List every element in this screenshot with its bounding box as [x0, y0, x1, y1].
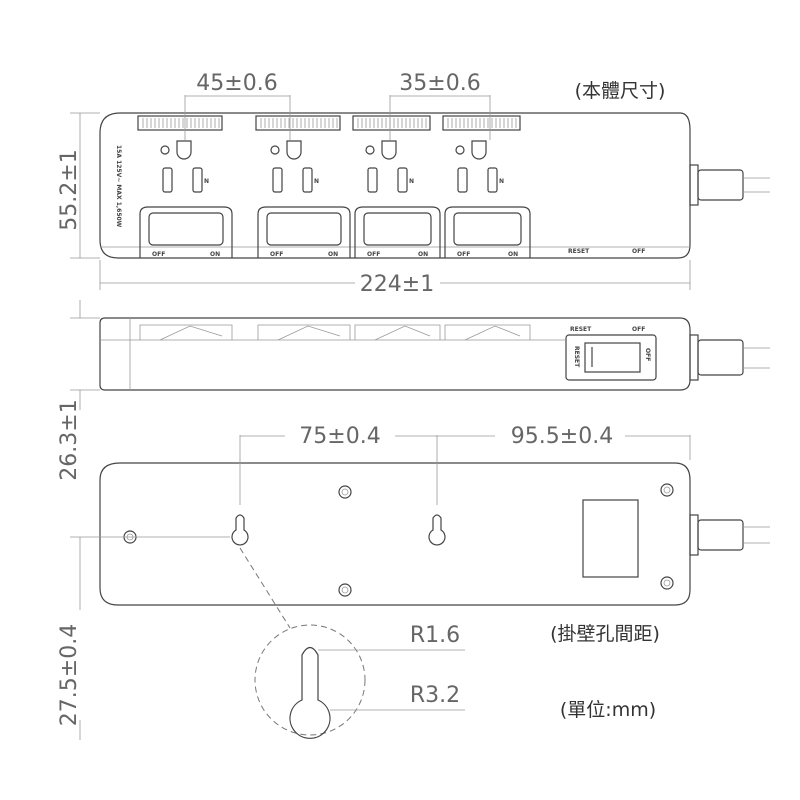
ground-pin-slot	[176, 140, 192, 160]
switch-off-label: OFF	[367, 251, 380, 258]
switch-off-label: OFF	[270, 251, 283, 258]
outlet-spacing-2: 35±0.6	[399, 71, 480, 96]
power-cord-top	[689, 164, 770, 206]
switch-on-label: ON	[328, 251, 338, 258]
neutral-slot	[487, 167, 498, 193]
screw-icon	[338, 485, 352, 499]
neutral-label: N	[314, 178, 319, 185]
outlet-cover-slider	[137, 115, 223, 131]
hot-slot	[367, 167, 378, 193]
hole-offset-dimension: 27.5±0.4	[57, 624, 82, 726]
side-switch-profile	[354, 324, 441, 341]
neutral-slot	[397, 167, 408, 193]
outlet-switch-2[interactable]: OFF ON	[257, 206, 351, 258]
ground-pin-slot	[381, 140, 397, 160]
width-dimension: 224±1	[360, 272, 434, 297]
side-switch-profile	[139, 324, 233, 341]
outlet-switch-1[interactable]: OFF ON	[139, 206, 233, 258]
unit-caption: (單位:mm)	[560, 699, 656, 721]
height-dimension: 55.2±1	[57, 149, 82, 230]
top-dimensions: 45±0.6 35±0.6 (本體尺寸) 224±1 55.2±1	[57, 71, 691, 297]
rating-label: 15A 125V~ MAX 1,650W	[115, 145, 122, 228]
off-label: OFF	[632, 248, 645, 255]
ground-screw-icon	[270, 145, 280, 155]
keyhole-right	[428, 514, 446, 546]
outlet-cover-slider	[352, 115, 431, 131]
switch-off-label: OFF	[152, 251, 165, 258]
side-height-dimension: 26.3±1	[57, 399, 82, 480]
hole-spacing-2: 95.5±0.4	[511, 424, 613, 449]
side-view: RESET OFF RESET OFF 26.3±1	[57, 300, 770, 481]
outlet-2: N OFF ON	[255, 115, 351, 258]
neutral-label: N	[409, 178, 414, 185]
hole-spacing-caption: (掛壁孔間距)	[550, 623, 660, 645]
ground-pin-slot	[471, 140, 487, 160]
hole-spacing-1: 75±0.4	[299, 424, 380, 449]
ground-screw-icon	[455, 145, 465, 155]
side-off-label: OFF	[644, 348, 651, 361]
side-top-off-label: OFF	[632, 326, 645, 333]
switch-on-label: ON	[508, 251, 518, 258]
outlet-switch-3[interactable]: OFF ON	[354, 206, 441, 258]
side-reset-label: RESET	[573, 346, 580, 368]
screw-icon	[660, 576, 674, 590]
side-switch-profile	[444, 324, 531, 341]
side-switch-profile	[257, 324, 351, 341]
ground-screw-icon	[365, 145, 375, 155]
main-switch[interactable]: RESET OFF	[565, 334, 657, 381]
neutral-label: N	[499, 178, 504, 185]
reset-label: RESET	[568, 248, 590, 255]
outlet-cover-slider	[442, 115, 521, 131]
hot-slot	[272, 167, 283, 193]
radius-large: R3.2	[410, 683, 460, 708]
keyhole-detail: R1.6 R3.2	[239, 547, 465, 739]
power-cord-bottom	[689, 514, 770, 556]
ground-screw-icon	[160, 145, 170, 155]
outlet-cover-slider	[255, 115, 341, 131]
side-top-reset-label: RESET	[570, 326, 592, 333]
hot-slot	[162, 167, 173, 193]
power-cord-side	[689, 334, 770, 381]
ground-pin-slot	[286, 140, 302, 160]
switch-on-label: ON	[418, 251, 428, 258]
keyhole-left	[231, 514, 249, 546]
neutral-slot	[192, 167, 203, 193]
outlet-switch-4[interactable]: OFF ON	[444, 206, 531, 258]
outlet-4: N OFF ON	[442, 115, 531, 258]
screw-icon	[660, 483, 674, 497]
switch-on-label: ON	[210, 251, 220, 258]
radius-small: R1.6	[410, 623, 460, 648]
body-size-caption: (本體尺寸)	[575, 80, 666, 102]
hot-slot	[457, 167, 468, 193]
screw-icon	[338, 583, 352, 597]
switch-off-label: OFF	[457, 251, 470, 258]
outlet-1: N OFF ON	[137, 115, 233, 258]
outlet-spacing-1: 45±0.6	[196, 71, 277, 96]
bottom-view: 75±0.4 95.5±0.4 27.5±0.4	[57, 424, 770, 740]
neutral-label: N	[204, 178, 209, 185]
neutral-slot	[302, 167, 313, 193]
outlet-3: N OFF ON	[352, 115, 441, 258]
